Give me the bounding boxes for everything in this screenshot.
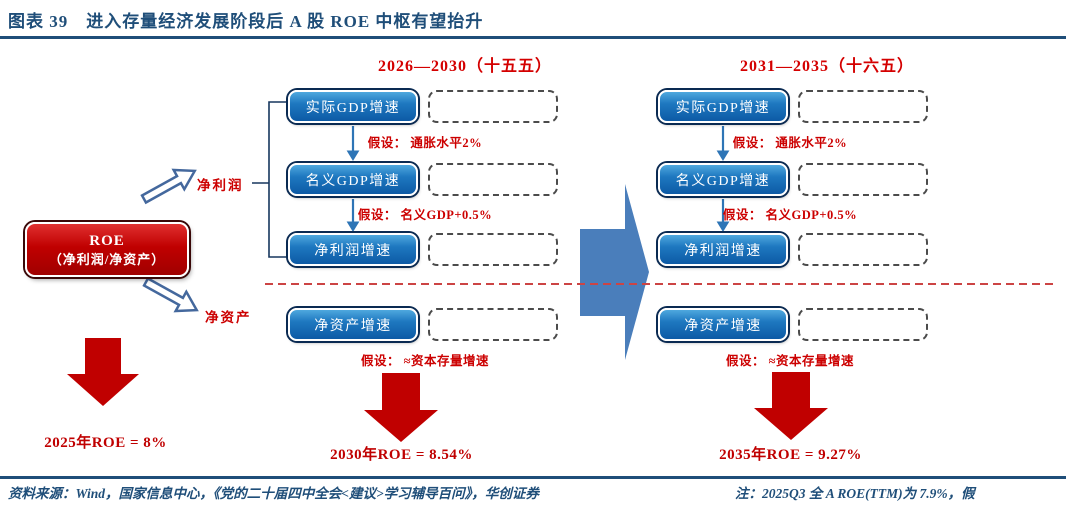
value-placeholder-real-gdp-p1 bbox=[428, 90, 558, 123]
value-placeholder-real-gdp-p2 bbox=[798, 90, 928, 123]
assumption-inflation-p1: 假设： 通胀水平2% bbox=[367, 136, 483, 150]
branch-label-net-assets: 净资产 bbox=[205, 310, 252, 325]
box-real-gdp-growth-p2: 实际GDP增速 bbox=[658, 90, 788, 123]
box-asset-growth-p1: 净资产增速 bbox=[288, 308, 418, 341]
box-asset-growth-p2: 净资产增速 bbox=[658, 308, 788, 341]
title-divider bbox=[0, 36, 1066, 39]
box-real-gdp-growth-p1: 实际GDP增速 bbox=[288, 90, 418, 123]
value-placeholder-profit-p2 bbox=[798, 233, 928, 266]
result-2025-roe: 2025年ROE = 8% bbox=[44, 435, 167, 451]
box-nominal-gdp-growth-p2: 名义GDP增速 bbox=[658, 163, 788, 196]
assumption-capital-p1: 假设： ≈资本存量增速 bbox=[361, 354, 489, 368]
assumption-nominal-p1: 假设： 名义GDP+0.5% bbox=[357, 208, 493, 222]
branch-arrow-up-icon bbox=[140, 168, 197, 205]
box-nominal-gdp-growth-p1: 名义GDP增速 bbox=[288, 163, 418, 196]
result-arrow-2025-icon bbox=[67, 338, 139, 406]
result-arrow-2030-icon bbox=[364, 373, 438, 442]
value-placeholder-nominal-gdp-p1 bbox=[428, 163, 558, 196]
period-header-2026-2030: 2026—2030（十五五） bbox=[377, 58, 552, 75]
assumption-inflation-p2: 假设： 通胀水平2% bbox=[732, 136, 848, 150]
footer-source: 资料来源：Wind，国家信息中心，《党的二十届四中全会<建议>学习辅导百问》，华… bbox=[8, 486, 539, 501]
value-placeholder-nominal-gdp-p2 bbox=[798, 163, 928, 196]
assumption-capital-p2: 假设： ≈资本存量增速 bbox=[726, 354, 854, 368]
branch-bracket-line bbox=[252, 101, 288, 258]
box-profit-growth-p2: 净利润增速 bbox=[658, 233, 788, 266]
roe-root-box: ROE （净利润/净资产） bbox=[25, 222, 189, 277]
period-transition-arrow-icon bbox=[580, 184, 649, 360]
roe-label: ROE bbox=[89, 232, 125, 249]
result-arrow-2035-icon bbox=[754, 372, 828, 440]
result-2035-roe: 2035年ROE = 9.27% bbox=[719, 447, 862, 463]
footer-divider bbox=[0, 476, 1066, 479]
footer-note: 注：2025Q3 全 A ROE(TTM)为 7.9%，假 bbox=[735, 486, 975, 501]
figure-title: 图表 39 进入存量经济发展阶段后 A 股 ROE 中枢有望抬升 bbox=[8, 12, 484, 31]
period-header-2031-2035: 2031—2035（十六五） bbox=[739, 58, 914, 75]
value-placeholder-asset-p2 bbox=[798, 308, 928, 341]
value-placeholder-profit-p1 bbox=[428, 233, 558, 266]
branch-arrow-down-icon bbox=[142, 276, 199, 313]
branch-label-net-profit: 净利润 bbox=[197, 178, 244, 193]
assumption-nominal-p2: 假设： 名义GDP+0.5% bbox=[722, 208, 858, 222]
box-profit-growth-p1: 净利润增速 bbox=[288, 233, 418, 266]
value-placeholder-asset-p1 bbox=[428, 308, 558, 341]
roe-formula-label: （净利润/净资产） bbox=[48, 251, 166, 267]
result-2030-roe: 2030年ROE = 8.54% bbox=[330, 447, 473, 463]
